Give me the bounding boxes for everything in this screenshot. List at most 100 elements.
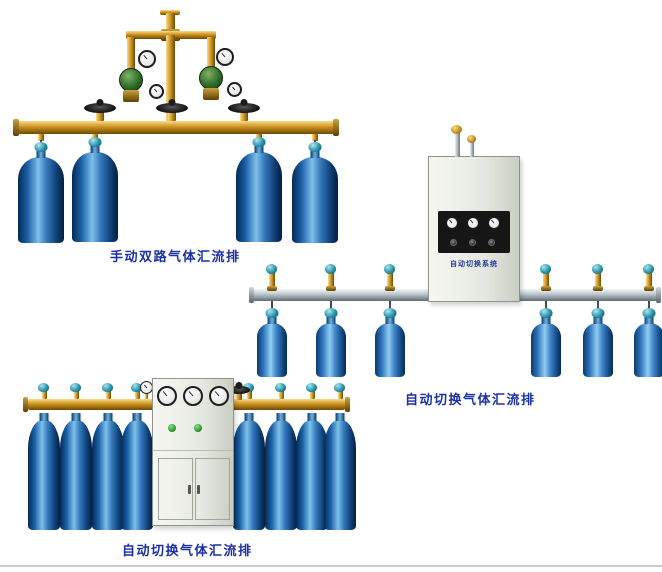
valve-handwheel <box>156 103 188 113</box>
valve-stem <box>168 111 176 121</box>
cylinder-valve-knob <box>306 383 317 392</box>
pressure-gauge <box>209 386 229 406</box>
tee-fitting <box>541 286 551 291</box>
gas-cylinder <box>233 420 265 530</box>
panel-knob <box>450 239 457 246</box>
cabinet-inlet-pipe <box>455 132 460 157</box>
valve-stem <box>236 392 242 400</box>
pressure-regulator <box>119 68 143 92</box>
top-flange <box>160 10 180 15</box>
figure-caption: 手动双路气体汇流排 <box>110 249 241 264</box>
connector-hose <box>389 301 391 309</box>
gas-cylinder <box>292 157 338 243</box>
figure-caption: 自动切换气体汇流排 <box>122 543 253 558</box>
cylinder-valve-knob <box>540 264 551 274</box>
valve-stub <box>269 272 275 289</box>
valve-stub <box>279 390 284 399</box>
cabinet-label: 自动切换系统 <box>450 261 498 268</box>
cylinder-valve-knob <box>131 383 142 392</box>
tee-fitting <box>385 286 395 291</box>
valve-stub <box>106 390 111 399</box>
gas-cylinder <box>72 152 118 242</box>
pressure-gauge <box>216 48 234 66</box>
panel-gauge <box>446 217 458 229</box>
valve-stem <box>96 111 104 121</box>
gas-cylinder <box>60 420 92 530</box>
gas-cylinder <box>92 420 124 530</box>
pressure-gauge <box>138 50 156 68</box>
pressure-gauge <box>227 82 242 97</box>
door-handle <box>188 485 191 494</box>
valve-stub <box>247 390 252 399</box>
valve-stub <box>387 272 393 289</box>
gas-cylinder <box>634 323 662 377</box>
door-handle <box>197 485 200 494</box>
gas-cylinder <box>18 157 64 243</box>
gas-cylinder <box>265 420 297 530</box>
pipe-end-cap <box>249 287 254 303</box>
cylinder-valve-knob <box>38 383 49 392</box>
tee-fitting <box>267 286 277 291</box>
figure-caption: 自动切换气体汇流排 <box>405 392 536 407</box>
center-drop-pipe <box>166 35 175 125</box>
valve-stub <box>74 390 79 399</box>
pipe-end-cap <box>13 119 19 136</box>
connector-hose <box>597 301 599 309</box>
valve-stub <box>42 390 47 399</box>
valve-stub <box>328 272 334 289</box>
valve-handwheel <box>228 386 250 394</box>
pipe-end-cap <box>23 397 28 412</box>
bottom-divider <box>0 565 662 567</box>
ball-valve-knob <box>451 125 462 134</box>
gas-cylinder <box>121 420 153 530</box>
gas-cylinder <box>257 323 287 377</box>
gas-cylinder <box>316 323 346 377</box>
cabinet-door <box>195 458 230 520</box>
manifold-pipe <box>18 121 334 134</box>
cylinder-valve-knob <box>70 383 81 392</box>
cylinder-valve-knob <box>384 264 395 274</box>
regulator-base <box>123 90 139 102</box>
gas-cylinder <box>583 323 613 377</box>
panel-knob <box>469 239 476 246</box>
gauge-stem <box>145 392 148 399</box>
pressure-gauge <box>183 386 203 406</box>
tee-fitting <box>644 286 654 291</box>
pipe-end-cap <box>345 397 350 412</box>
pressure-gauge <box>149 84 164 99</box>
cylinder-valve-knob <box>334 383 345 392</box>
valve-stub <box>135 390 140 399</box>
valve-handwheel <box>84 103 116 113</box>
panel-knob <box>488 239 495 246</box>
connector-hose <box>330 301 332 309</box>
gas-cylinder <box>28 420 60 530</box>
riser-pipe <box>166 13 175 35</box>
right-drop-pipe <box>207 37 215 70</box>
gas-cylinder <box>236 152 282 242</box>
outlet-stub <box>38 134 44 141</box>
connector-hose <box>648 301 650 309</box>
ball-valve-knob <box>467 135 476 143</box>
cylinder-valve-knob <box>325 264 336 274</box>
pipe-end-cap <box>333 119 339 136</box>
indicator-button <box>168 424 176 432</box>
cylinder-valve-knob <box>266 264 277 274</box>
panel-gauge <box>467 217 479 229</box>
tee-fitting <box>326 286 336 291</box>
gas-cylinder <box>375 323 405 377</box>
cylinder-valve-knob <box>592 264 603 274</box>
pressure-gauge <box>157 386 177 406</box>
pipe-end-cap <box>656 287 661 303</box>
valve-stub <box>543 272 549 289</box>
cabinet-door <box>158 458 193 520</box>
valve-stub <box>338 390 343 399</box>
valve-stub <box>310 390 315 399</box>
connector-hose <box>545 301 547 309</box>
valve-stub <box>646 272 652 289</box>
valve-handwheel <box>228 103 260 113</box>
cylinder-valve-knob <box>102 383 113 392</box>
